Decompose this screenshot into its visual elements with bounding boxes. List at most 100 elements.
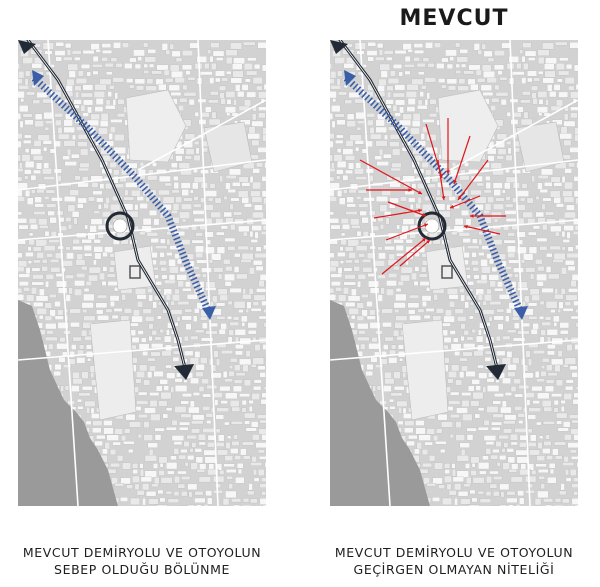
building: [371, 337, 378, 343]
building: [478, 238, 483, 246]
building: [151, 330, 157, 336]
building: [451, 162, 457, 168]
building: [536, 378, 545, 383]
building: [103, 427, 114, 435]
building: [190, 462, 198, 470]
building: [372, 260, 385, 267]
building: [477, 364, 484, 369]
building: [499, 76, 508, 81]
building: [570, 106, 578, 111]
building: [198, 476, 211, 483]
building: [330, 91, 337, 99]
building: [220, 350, 233, 355]
building: [447, 406, 454, 411]
building: [31, 287, 37, 295]
building: [334, 113, 345, 118]
building: [136, 294, 147, 300]
building: [18, 189, 23, 197]
building: [231, 406, 241, 412]
building: [559, 57, 569, 62]
building: [572, 231, 578, 235]
building: [106, 434, 119, 441]
building: [407, 98, 416, 105]
building: [257, 414, 266, 419]
building: [546, 329, 558, 336]
building: [94, 440, 103, 447]
building: [71, 50, 82, 55]
building: [570, 91, 578, 99]
building: [121, 435, 127, 442]
building: [251, 225, 262, 231]
building: [478, 462, 490, 470]
building: [174, 385, 188, 392]
building: [250, 239, 258, 243]
building: [92, 427, 102, 434]
building: [402, 113, 412, 121]
building: [543, 406, 553, 412]
building: [400, 266, 413, 274]
building: [545, 301, 558, 309]
building: [187, 504, 195, 506]
building: [389, 70, 396, 77]
stadium-outline: [441, 265, 453, 279]
building: [219, 175, 223, 183]
building: [123, 196, 134, 201]
building: [134, 225, 139, 230]
building: [561, 230, 566, 238]
building: [489, 280, 496, 288]
building: [19, 281, 29, 287]
building: [176, 372, 181, 378]
building: [45, 281, 49, 288]
building: [575, 322, 578, 328]
arrowhead-icon: [424, 223, 428, 227]
building: [227, 246, 236, 251]
building: [136, 400, 149, 405]
building: [253, 63, 261, 70]
building: [410, 127, 420, 135]
building: [426, 483, 436, 487]
building: [565, 63, 573, 70]
building: [177, 301, 190, 306]
building: [243, 41, 256, 46]
building: [483, 70, 495, 78]
building: [74, 288, 82, 296]
building: [179, 421, 190, 426]
building: [161, 43, 168, 51]
building: [483, 50, 493, 57]
building: [453, 337, 459, 343]
building: [48, 239, 60, 243]
building: [546, 364, 553, 371]
building: [330, 78, 335, 84]
building: [477, 293, 483, 301]
building: [243, 498, 250, 503]
building: [330, 63, 332, 70]
crossing-arrow: [381, 237, 427, 275]
building: [263, 83, 266, 90]
map-panel-impermeability: [330, 40, 578, 506]
building: [338, 197, 346, 205]
building: [183, 379, 188, 383]
building: [181, 491, 188, 497]
building: [501, 42, 511, 49]
building: [497, 148, 507, 155]
building: [110, 462, 120, 468]
building: [425, 176, 431, 184]
building: [493, 64, 505, 71]
building: [492, 449, 500, 453]
building: [441, 84, 447, 89]
building: [31, 281, 44, 286]
building: [390, 167, 402, 172]
building: [490, 454, 499, 460]
building: [569, 414, 578, 419]
building: [483, 419, 490, 426]
building: [67, 358, 76, 365]
building: [229, 400, 240, 408]
building: [485, 175, 491, 181]
building: [463, 343, 476, 349]
building: [494, 84, 500, 91]
building: [520, 99, 531, 104]
building: [465, 370, 476, 377]
building: [347, 239, 360, 247]
building: [400, 274, 410, 282]
building: [51, 197, 63, 202]
